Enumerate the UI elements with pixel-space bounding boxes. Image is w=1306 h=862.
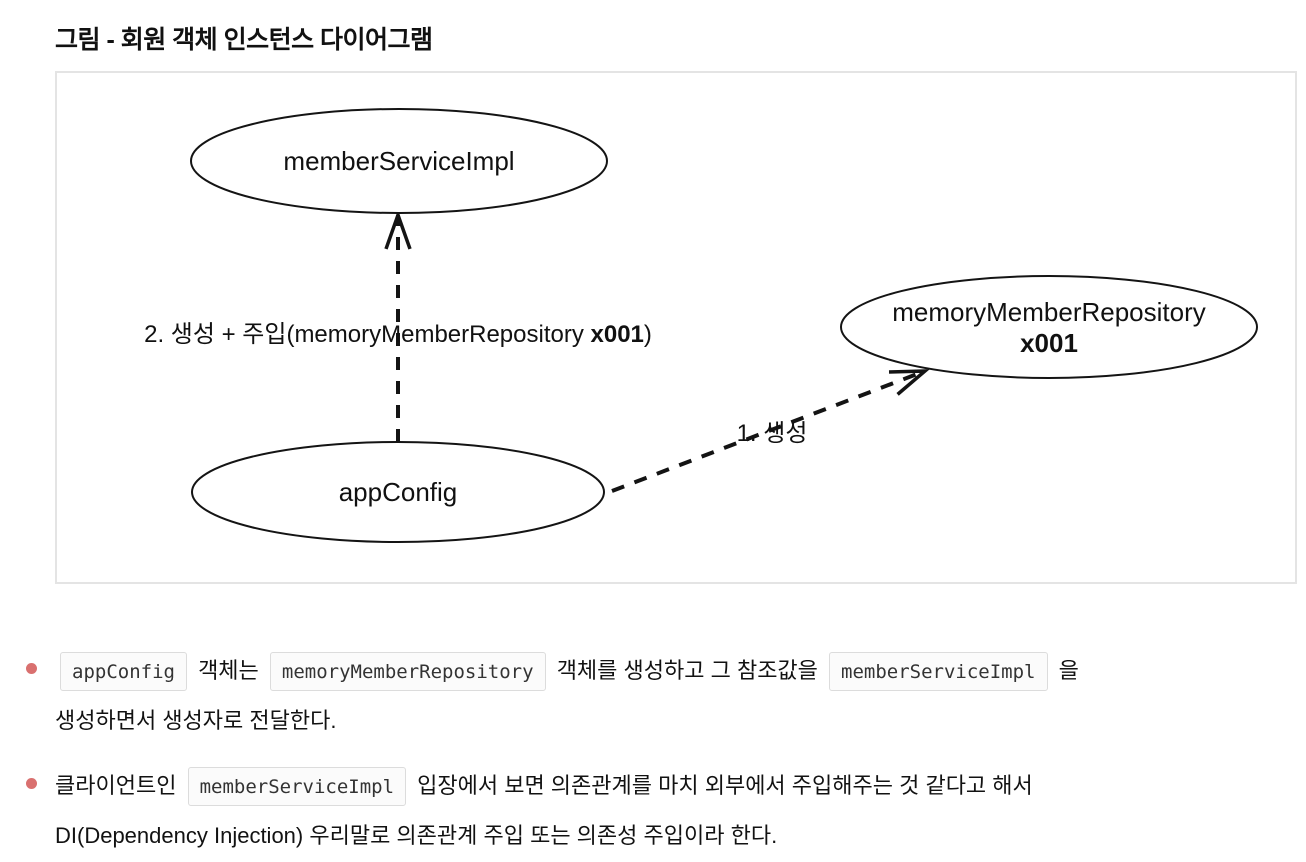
node-label-memoryMemberRepository-x001: memoryMemberRepository: [892, 297, 1206, 327]
bullet-text: 클라이언트인: [55, 773, 183, 799]
node-ellipse-memoryMemberRepository-x001: [840, 275, 1258, 379]
inline-code: memberServiceImpl: [187, 767, 407, 807]
node-ellipse-appConfig: [191, 441, 605, 543]
bullet-list: appConfig 객체는 memoryMemberRepository 객체를…: [26, 646, 1295, 862]
edge-line-create: [611, 369, 926, 493]
bullet-text: 객체는: [191, 658, 265, 683]
bullet-text: 생성하면서 생성자로 전달한다.: [55, 708, 337, 734]
bullet-item: 클라이언트인 memberServiceImpl 입장에서 보면 의존관계를 마…: [26, 761, 1295, 861]
inline-code: memberServiceImpl: [829, 652, 1048, 691]
edge-label-create-and-inject: 2. 생성 + 주입(memoryMemberRepository x001): [144, 321, 652, 348]
inline-code: memoryMemberRepository: [269, 652, 546, 691]
edge-label-create: 1. 생성: [737, 420, 808, 447]
bullet-text: DI(Dependency Injection) 우리말로 의존관계 주입 또는…: [55, 823, 778, 849]
bullet-dot: [26, 778, 37, 790]
node-ellipse-memberServiceImpl: [190, 108, 608, 214]
bullet-dot: [26, 663, 37, 674]
bullet-content: appConfig 객체는 memoryMemberRepository 객체를…: [55, 652, 1079, 734]
edge-arrowhead-create-and-inject: [384, 209, 412, 250]
bullet-text: 객체를 생성하고 그 참조값을: [550, 658, 825, 683]
node-label-appConfig: appConfig: [339, 477, 458, 507]
instance-diagram-svg: memberServiceImpl memoryMemberRepositoryx…: [144, 108, 1258, 543]
bullet-text: 을: [1052, 658, 1079, 683]
node-label-memberServiceImpl: memberServiceImpl: [283, 146, 514, 176]
bullet-text: 입장에서 보면 의존관계를 마치 외부에서 주입해주는 것 같다고 해서: [411, 773, 1033, 799]
node-label-memoryMemberRepository-x001: x001: [1020, 328, 1078, 358]
inline-code: appConfig: [60, 652, 187, 691]
edge-arrowhead-create: [888, 369, 930, 396]
bullet-item: appConfig 객체는 memoryMemberRepository 객체를…: [26, 646, 1295, 746]
bullet-content: 클라이언트인 memberServiceImpl 입장에서 보면 의존관계를 마…: [55, 767, 1033, 849]
figure-title: 그림 - 회원 객체 인스턴스 다이어그램: [55, 26, 433, 54]
